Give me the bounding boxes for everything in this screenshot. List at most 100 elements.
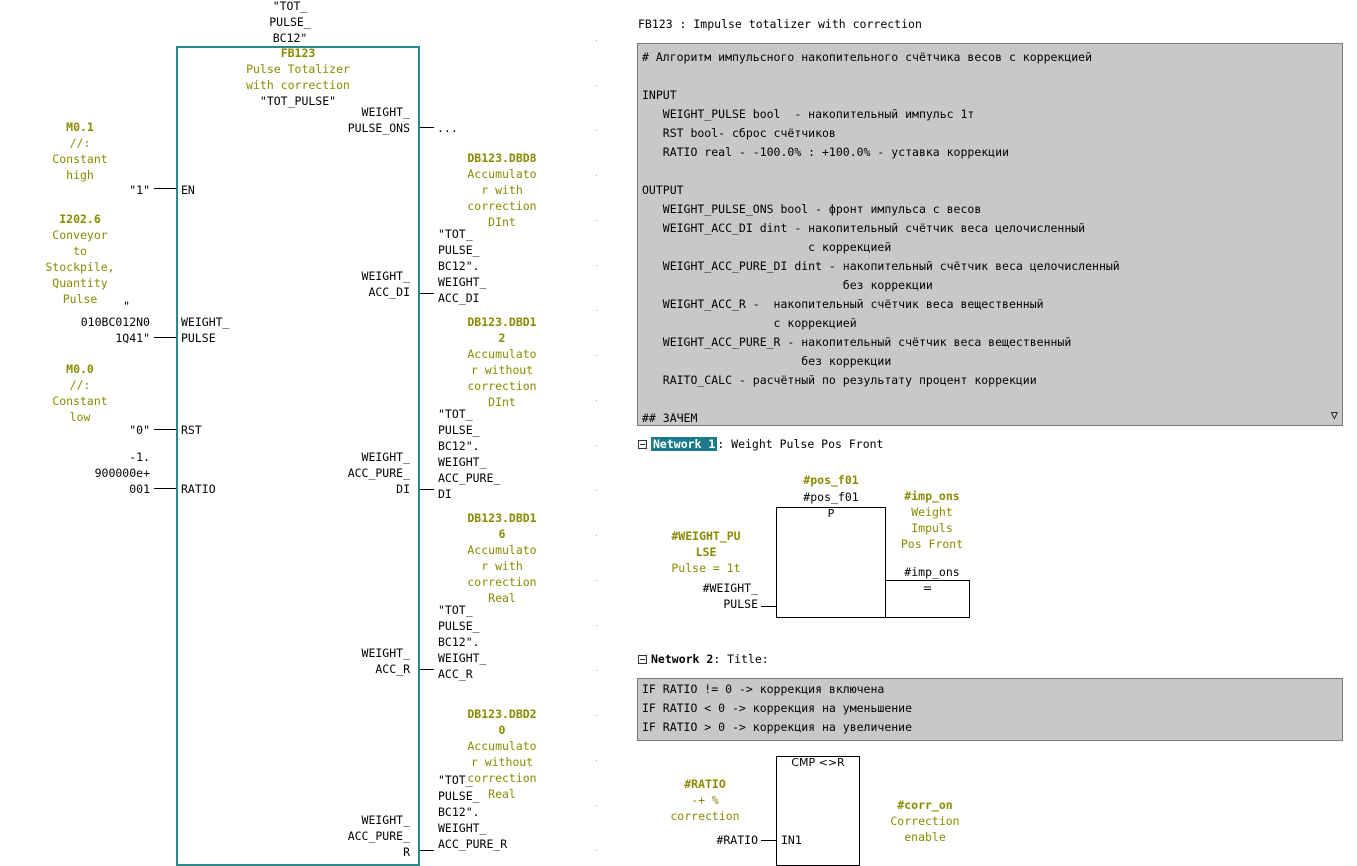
n1-input-comment: #WEIGHT_PU LSE Pulse = 1t: [671, 529, 741, 575]
network2-title: : Title:: [713, 652, 769, 666]
weight-pulse-value[interactable]: " 010BC012N0 1Q41": [80, 299, 150, 345]
rst-pin: RST: [181, 423, 202, 437]
block-comment-line: RST bool- сброс счётчиков: [642, 126, 836, 140]
acc-pure-r-comment: DB123.DBD2 0 Accumulato r without correc…: [467, 707, 537, 801]
separator-dot: [596, 175, 597, 176]
separator-dot: [596, 40, 597, 41]
n1-input-wire: [761, 606, 776, 607]
block-comment-line: с коррекцией: [642, 240, 892, 254]
rst-comment: M0.0 //: Constant low: [52, 362, 108, 424]
block-comment-line: WEIGHT_PULSE_ONS bool - фронт импульса с…: [642, 202, 982, 216]
en-value[interactable]: "1": [129, 183, 150, 197]
block-comment-line: WEIGHT_ACC_R - накопительный счётчик вес…: [642, 297, 1044, 311]
rst-wire: [154, 429, 176, 430]
network2-comment[interactable]: IF RATIO != 0 -> коррекция включена IF RA…: [637, 678, 1343, 741]
separator-dot: [596, 310, 597, 311]
separator-dot: [596, 265, 597, 266]
acc-di-comment: DB123.DBD8 Accumulato r with correction …: [467, 151, 537, 229]
fb-name: FB123: [280, 46, 316, 60]
separator-dot: [596, 625, 597, 626]
cmp-type: CMP <>R: [791, 756, 845, 769]
collapse-icon[interactable]: [638, 440, 647, 449]
acc-pure-di-pin: WEIGHT_ ACC_PURE_ DI: [347, 450, 410, 496]
block-title: FB123 : Impulse totalizer with correctio…: [638, 17, 922, 31]
block-comment-line: WEIGHT_ACC_PURE_DI dint - накопительный …: [642, 259, 1120, 273]
block-comment-line: WEIGHT_ACC_DI dint - накопительный счётч…: [642, 221, 1086, 235]
weight-pulse-wire: [154, 337, 176, 338]
network1-title: : Weight Pulse Pos Front: [717, 437, 884, 451]
acc-di-pin: WEIGHT_ ACC_DI: [361, 269, 410, 299]
block-comment-line: RAITO_CALC - расчётный по результату про…: [642, 373, 1037, 387]
n2-output-comment: #corr_on Correction enable: [890, 798, 960, 844]
separator-dot: [596, 130, 597, 131]
acc-r-comment: DB123.DBD1 6 Accumulato r with correctio…: [467, 511, 537, 605]
block-comment-line: INPUT: [642, 88, 677, 102]
separator-dot: [596, 850, 597, 851]
separator-dot: [596, 220, 597, 221]
collapse-icon[interactable]: [638, 655, 647, 664]
separator-dot: [596, 85, 597, 86]
pos-edge-box[interactable]: [776, 507, 886, 618]
acc-pure-di-symbol[interactable]: "TOT_ PULSE_ BC12". WEIGHT_ ACC_PURE_ DI: [438, 407, 501, 501]
block-comment-line: OUTPUT: [642, 183, 684, 197]
pulse-ons-pin: WEIGHT_ PULSE_ONS: [347, 105, 410, 135]
network2-header[interactable]: Network 2: Title:: [638, 651, 769, 667]
en-wire: [154, 188, 176, 189]
cmp-box[interactable]: [776, 756, 860, 866]
n2-input-symbol[interactable]: #RATIO: [716, 833, 758, 847]
ratio-value[interactable]: -1. 900000e+ 001: [94, 450, 150, 496]
separator-dot: [596, 400, 597, 401]
ratio-wire: [154, 488, 176, 489]
fb-desc-line2: with correction: [246, 78, 350, 92]
block-comment[interactable]: ▽ # Алгоритм импульсного накопительного …: [637, 43, 1343, 426]
block-comment-line: WEIGHT_ACC_PURE_R - накопительный счётчи…: [642, 335, 1072, 349]
separator-dot: [596, 805, 597, 806]
acc-di-wire: [420, 293, 434, 294]
network1-label[interactable]: Network 1: [651, 437, 718, 451]
n2-input-wire: [761, 840, 776, 841]
fb-top-label: "TOT_ PULSE_ BC12": [269, 0, 311, 45]
n1-output-comment: #imp_ons Weight Impuls Pos Front: [900, 489, 964, 551]
acc-r-symbol[interactable]: "TOT_ PULSE_ BC12". WEIGHT_ ACC_R: [438, 603, 487, 681]
pulse-ons-wire: [420, 127, 434, 128]
separator-dot: [596, 715, 597, 716]
pos-addr: #pos_f01: [803, 473, 859, 487]
separator-dot: [596, 760, 597, 761]
weight-pulse-pin: WEIGHT_ PULSE: [181, 315, 230, 345]
acc-r-wire: [420, 669, 434, 670]
acc-pure-r-pin: WEIGHT_ ACC_PURE_ R: [347, 813, 410, 859]
network2-comment-line: IF RATIO != 0 -> коррекция включена: [642, 682, 885, 696]
en-comment: M0.1 //: Constant high: [52, 120, 108, 182]
pane-separator: [596, 0, 600, 852]
block-comment-line: ## ЗАЧЕМ: [642, 411, 698, 425]
network2-label[interactable]: Network 2: [651, 652, 714, 666]
separator-dot: [596, 445, 597, 446]
network1-header[interactable]: Network 1: Weight Pulse Pos Front: [638, 436, 883, 452]
block-comment-line: с коррекцией: [642, 316, 857, 330]
weight-pulse-comment: I202.6 Conveyor to Stockpile, Quantity P…: [45, 212, 115, 306]
en-pin: EN: [181, 183, 195, 197]
block-comment-line: RATIO real - -100.0% : +100.0% - уставка…: [642, 145, 1009, 159]
rst-value[interactable]: "0": [129, 423, 150, 437]
acc-pure-r-wire: [420, 850, 434, 851]
acc-r-pin: WEIGHT_ ACC_R: [361, 646, 410, 676]
acc-pure-r-symbol[interactable]: "TOT_ PULSE_ BC12". WEIGHT_ ACC_PURE_R: [438, 773, 508, 851]
pulse-ons-value[interactable]: ...: [437, 121, 458, 135]
acc-pure-di-comment: DB123.DBD1 2 Accumulato r without correc…: [467, 315, 537, 409]
pos-edge-type: P: [827, 507, 835, 520]
fb-desc-line1: Pulse Totalizer: [246, 62, 350, 76]
separator-dot: [596, 580, 597, 581]
coil-symbol: =: [922, 581, 933, 595]
pos-symbol[interactable]: #pos_f01: [803, 490, 859, 504]
coil-box[interactable]: [885, 580, 970, 618]
acc-pure-di-wire: [420, 489, 434, 490]
n2-input-comment: #RATIO -+ % correction: [670, 777, 740, 823]
n2-in1-pin: IN1: [781, 833, 802, 847]
network2-comment-line: IF RATIO > 0 -> коррекция на увеличение: [642, 720, 913, 734]
separator-dot: [596, 490, 597, 491]
expand-triangle-icon[interactable]: ▽: [1330, 408, 1338, 422]
acc-di-symbol[interactable]: "TOT_ PULSE_ BC12". WEIGHT_ ACC_DI: [438, 227, 487, 305]
block-comment-line: # Алгоритм импульсного накопительного сч…: [642, 50, 1093, 64]
n1-output-symbol[interactable]: #imp_ons: [904, 565, 960, 579]
n1-input-symbol[interactable]: #WEIGHT_ PULSE: [702, 581, 758, 611]
